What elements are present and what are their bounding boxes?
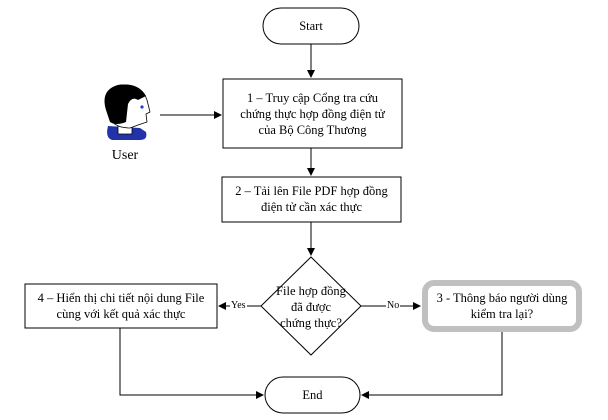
decision-line: đã được — [290, 300, 332, 314]
step1-line: 1 – Truy cập Cổng tra cứu — [246, 91, 379, 105]
decision-label: File hợp đồng đã được chứng thực? — [266, 283, 356, 331]
end-label: End — [302, 388, 323, 402]
no-label: No — [386, 300, 401, 311]
decision-line: File hợp đồng — [276, 284, 346, 298]
connector-step4-end — [119, 328, 264, 399]
step4-label: 4 – Hiển thị chi tiết nội dung File cùng… — [25, 290, 217, 322]
step2-box — [221, 176, 402, 223]
step1-line: chứng thực hợp đồng điện tử — [240, 107, 385, 121]
step3-label: 3 - Thông báo người dùng kiểm tra lại? — [425, 290, 579, 322]
step1-line: của Bộ Công Thương — [258, 123, 367, 137]
decision-diamond — [260, 256, 362, 356]
step4-line: 4 – Hiển thị chi tiết nội dung File — [37, 291, 205, 305]
step4-box — [24, 283, 218, 329]
step3-line: 3 - Thông báo người dùng — [436, 291, 568, 305]
user-label: User — [111, 148, 139, 163]
step2-label: 2 – Tải lên File PDF hợp đồng điện tử cầ… — [222, 183, 401, 215]
connector-step3-end — [361, 332, 503, 399]
yes-label: Yes — [230, 300, 247, 311]
start-label: Start — [299, 19, 323, 33]
user-icon — [104, 84, 151, 140]
step3-box — [422, 280, 582, 332]
step1-box — [222, 78, 403, 149]
step2-line: điện tử cần xác thực — [260, 200, 362, 214]
decision-line: chứng thực? — [280, 316, 342, 330]
end-terminal — [264, 376, 361, 414]
step4-line: cùng với kết quả xác thực — [56, 307, 186, 321]
step1-label: 1 – Truy cập Cổng tra cứu chứng thực hợp… — [223, 90, 402, 138]
step3-line: kiểm tra lại? — [470, 307, 534, 321]
step2-line: 2 – Tải lên File PDF hợp đồng — [235, 184, 388, 198]
